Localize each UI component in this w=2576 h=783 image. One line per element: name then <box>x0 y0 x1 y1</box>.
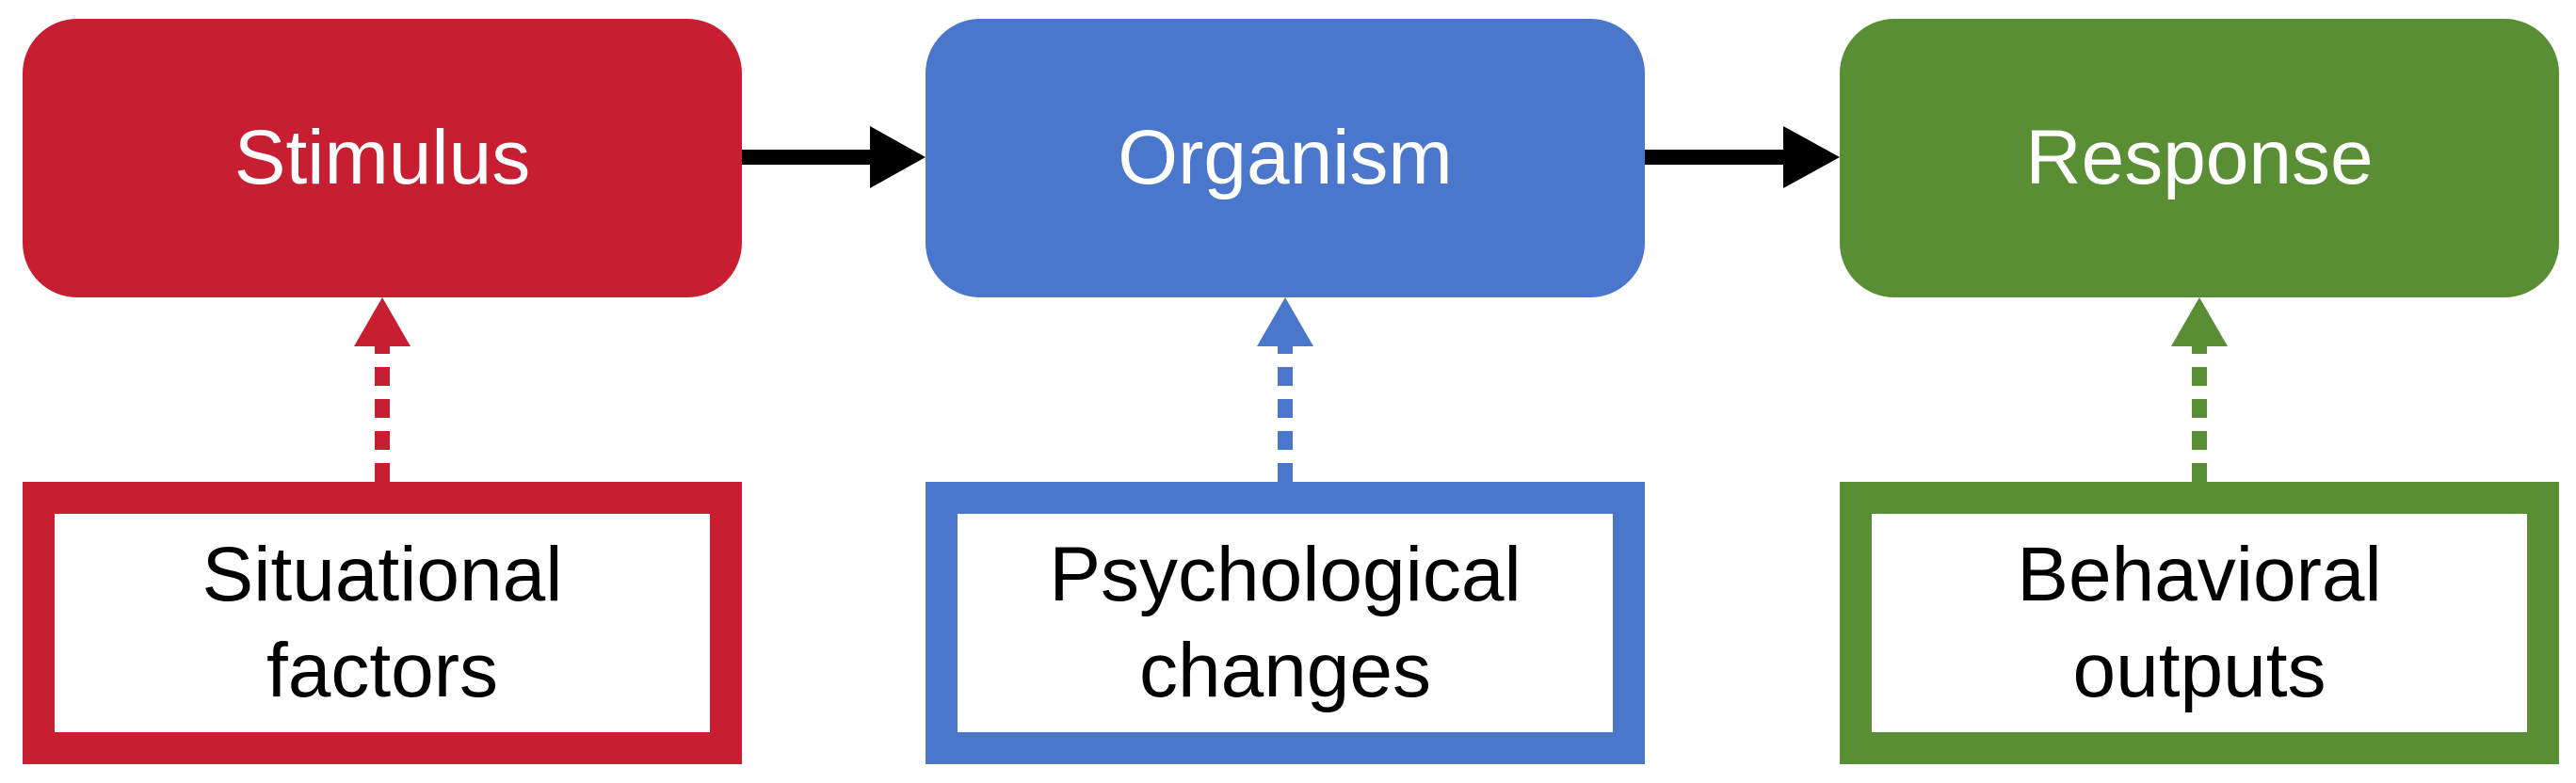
behavioral-outputs-label: Behavioral outputs <box>2017 532 2382 713</box>
dashed-arrow-behavioral-to-response <box>2171 297 2228 482</box>
response-label: Response <box>2025 115 2374 200</box>
stimulus-box: Stimulus <box>23 19 742 297</box>
response-box: Response <box>1840 19 2559 297</box>
organism-label: Organism <box>1118 115 1453 200</box>
stimulus-label: Stimulus <box>233 115 531 200</box>
arrow-stimulus-to-organism <box>742 126 926 188</box>
dashed-arrow-situational-to-stimulus <box>354 297 411 482</box>
situational-factors-label: Situational factors <box>201 532 563 713</box>
psychological-changes-box: Psychological changes <box>926 482 1645 764</box>
dashed-arrow-psychological-to-organism <box>1257 297 1313 482</box>
behavioral-outputs-box: Behavioral outputs <box>1840 482 2559 764</box>
organism-box: Organism <box>926 19 1645 297</box>
situational-factors-box: Situational factors <box>23 482 742 764</box>
psychological-changes-label: Psychological changes <box>1049 532 1521 713</box>
arrow-organism-to-response <box>1645 126 1840 188</box>
